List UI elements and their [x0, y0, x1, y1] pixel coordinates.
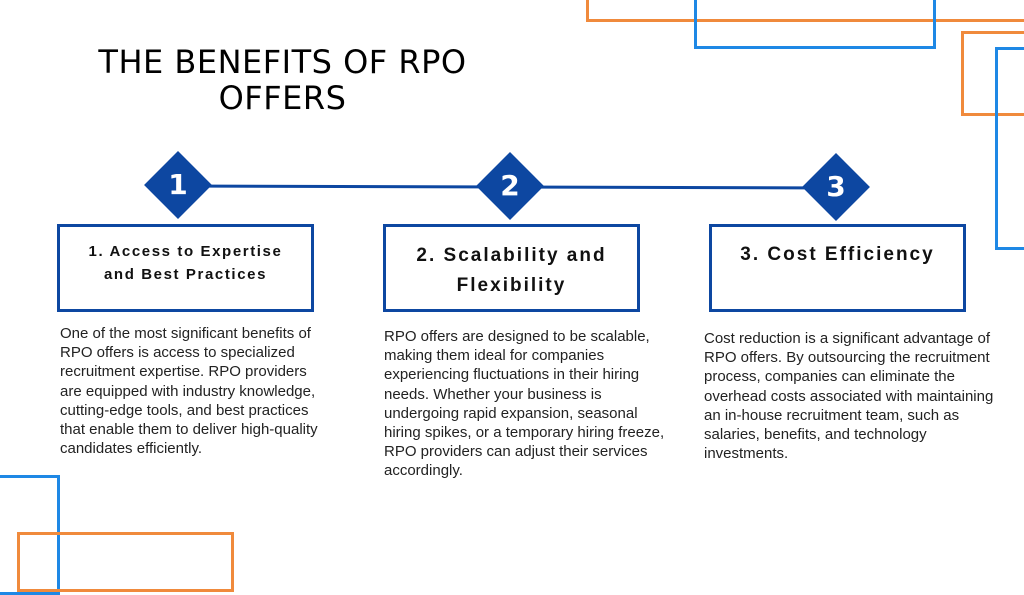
- step-1-heading-box: 1. Access to Expertise and Best Practice…: [57, 224, 314, 312]
- step-2-description: RPO offers are designed to be scalable, …: [384, 328, 665, 480]
- step-2-heading-box: 2. Scalability and Flexibility: [383, 224, 640, 312]
- decorative-frame-orange-top: [586, 0, 1024, 22]
- decorative-frame-blue-top: [694, 0, 936, 49]
- decorative-frame-blue-right: [995, 47, 1024, 250]
- step-1-heading: 1. Access to Expertise and Best Practice…: [88, 243, 283, 283]
- step-1-description: One of the most significant benefits of …: [60, 325, 318, 458]
- step-3-heading: 3. Cost Efficiency: [740, 244, 935, 265]
- page-title: THE BENEFITS OF RPO OFFERS: [98, 43, 467, 117]
- step-1-number: 1: [168, 168, 188, 201]
- step-3-number: 3: [826, 170, 846, 203]
- step-3-heading-box: 3. Cost Efficiency: [709, 224, 966, 312]
- decorative-frame-orange-right: [961, 31, 1024, 116]
- step-3-description: Cost reduction is a significant advantag…: [704, 330, 994, 463]
- timeline-connector: [177, 184, 837, 190]
- step-2-number: 2: [500, 169, 520, 202]
- step-2-heading: 2. Scalability and Flexibility: [416, 245, 607, 296]
